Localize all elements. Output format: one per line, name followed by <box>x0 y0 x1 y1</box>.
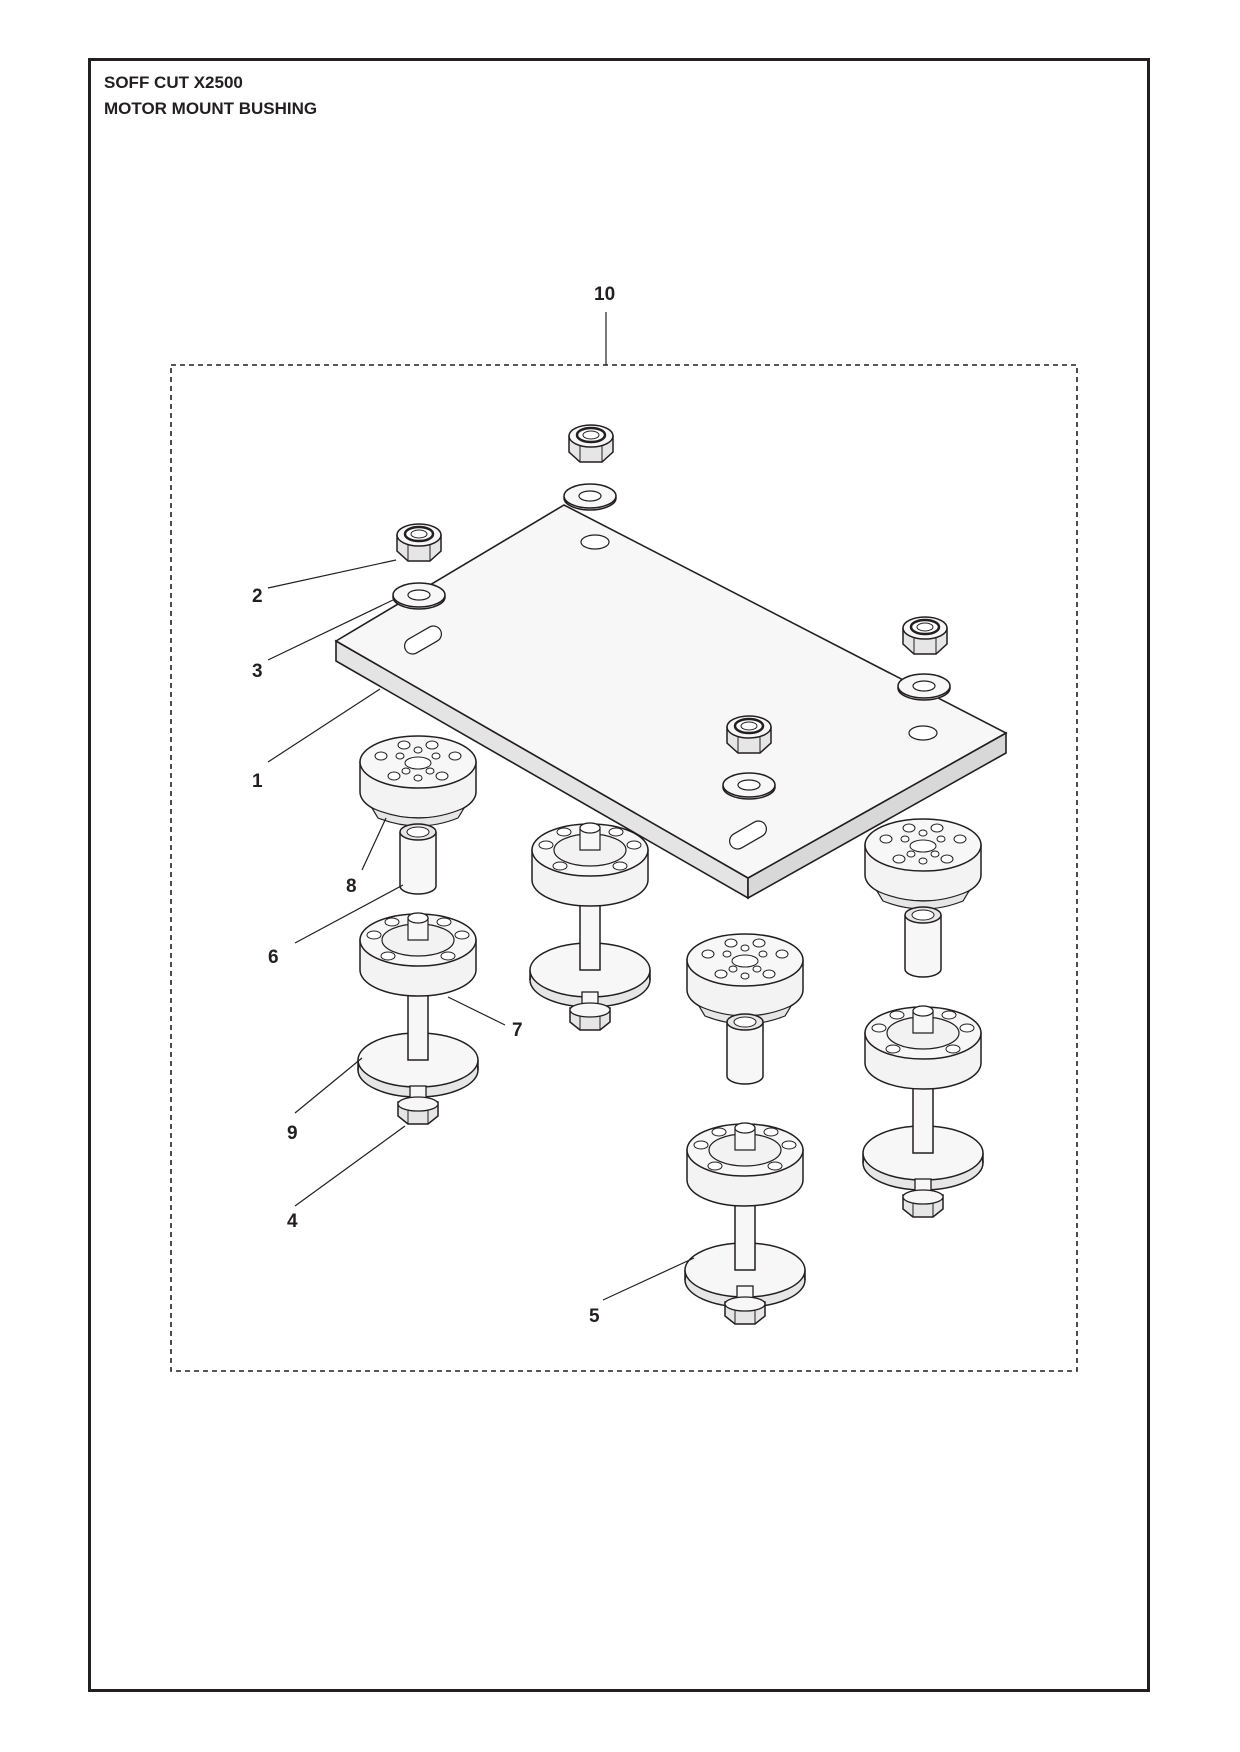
spacer-sleeve-icon <box>399 823 437 895</box>
lock-nut-icon <box>901 615 949 656</box>
washer-icon <box>392 582 446 610</box>
model-title: SOFF CUT X2500 <box>104 73 243 92</box>
washer-icon <box>563 483 617 511</box>
callout-10: 10 <box>594 284 615 305</box>
assembly-boundary <box>170 364 1078 1372</box>
callout-2: 2 <box>252 586 263 607</box>
leader-lines <box>267 312 695 1301</box>
rubber-bushing-icon <box>686 933 804 1025</box>
lock-nut-icon <box>395 522 443 563</box>
washer-icon <box>897 673 951 701</box>
lock-nut-icon <box>725 714 773 755</box>
mounting-plate-icon <box>334 504 1008 900</box>
assembly-title: MOTOR MOUNT BUSHING <box>104 99 318 118</box>
washer-icon <box>722 772 776 800</box>
rubber-bushing-icon <box>684 1122 806 1308</box>
callout-4: 4 <box>287 1211 298 1232</box>
rubber-bushing-icon <box>357 912 479 1098</box>
callout-8: 8 <box>346 876 357 897</box>
callout-3: 3 <box>252 661 263 682</box>
drawing-frame <box>88 58 1150 1692</box>
callout-9: 9 <box>287 1123 298 1144</box>
lock-nut-icon <box>567 423 615 464</box>
callout-1: 1 <box>252 771 263 792</box>
spacer-sleeve-icon <box>904 906 942 978</box>
rubber-bushing-icon <box>359 735 477 827</box>
rubber-bushing-icon <box>864 818 982 910</box>
callout-7: 7 <box>512 1020 523 1041</box>
rubber-bushing-icon <box>529 822 651 1008</box>
callout-5: 5 <box>589 1306 600 1327</box>
rubber-bushing-icon <box>862 1005 984 1191</box>
callout-6: 6 <box>268 947 279 968</box>
spacer-sleeve-icon <box>726 1013 764 1085</box>
